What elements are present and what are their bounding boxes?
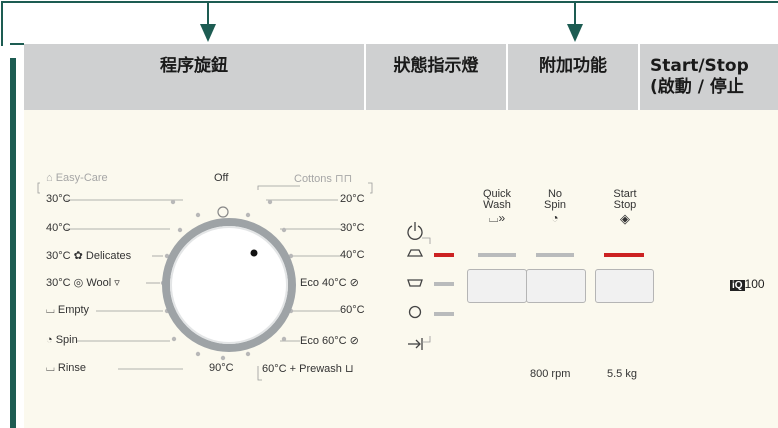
- dial-right-item: 40°C: [340, 249, 365, 261]
- no-spin-indicator: [536, 253, 574, 257]
- spin-status-icon: [408, 305, 422, 319]
- easy-care-iron-icon: ⌂: [46, 172, 53, 184]
- dial-left-item: 40°C: [46, 222, 71, 234]
- dial-right-item: Eco 40°C ⊘: [300, 277, 359, 289]
- start-stop-indicator: [604, 253, 644, 257]
- handwash-icon: ▿: [114, 277, 120, 289]
- status-light-spin: [434, 312, 454, 316]
- dial-left-item: 30°C ✿ Delicates: [46, 250, 132, 262]
- dial-right-item: 60°C: [340, 304, 365, 316]
- eco-icon: ⊘: [349, 335, 359, 347]
- dial-90c-label: 90°C: [209, 362, 234, 374]
- dial-left-item: ⌴ Rinse: [46, 362, 86, 375]
- prewash-icon: ⊔: [344, 363, 354, 375]
- easy-care-label: Easy-Care: [55, 172, 108, 184]
- dial-off-label: Off: [214, 172, 229, 184]
- rinse-icon: ⌴: [46, 362, 55, 374]
- spin-label: Spin: [55, 334, 78, 346]
- delicates-icon: ✿: [73, 250, 83, 262]
- dial-left-item: ◔ Spin: [46, 334, 78, 346]
- wash-status-icon: [407, 279, 423, 287]
- arrow-down-options: [567, 24, 583, 42]
- top-connector-line: [1, 1, 778, 46]
- delicates-label: Delicates: [85, 250, 132, 262]
- header-status-lights: 狀態指示燈: [366, 44, 506, 110]
- header-extra-functions: 附加功能: [508, 44, 638, 110]
- cottons-group: Cottons ⊓⊓: [294, 172, 352, 185]
- off-position-icon: [217, 206, 229, 218]
- quick-wash-icon: ⌴»: [488, 211, 506, 225]
- power-icon: [407, 222, 423, 240]
- left-teal-bar: [10, 58, 16, 428]
- header-program-dial: 程序旋鈕: [24, 44, 364, 110]
- header-status-lights-label: 狀態指示燈: [393, 56, 479, 76]
- status-light-prewash: [434, 253, 454, 257]
- brand-model: 100: [744, 277, 765, 291]
- start-stop-icon: ◈: [620, 211, 630, 226]
- brand-logo-mark: iQ: [730, 280, 745, 291]
- prewash-status-icon: [406, 249, 424, 257]
- cottons-shirt-icon: ⊓⊓: [334, 173, 353, 185]
- wool-icon: ◎: [73, 277, 84, 289]
- dial-pointer-dot: [250, 249, 258, 257]
- dial-right-item: Eco 60°C ⊘: [300, 335, 359, 347]
- arrow-down-dial: [200, 24, 216, 42]
- no-spin-icon: ◔: [551, 211, 559, 225]
- dial-right-item: 30°C: [340, 222, 365, 234]
- eco-icon: ⊘: [349, 277, 359, 289]
- dial-left-item: 30°C ◎ Wool ▿: [46, 277, 120, 289]
- rinse-label: Rinse: [57, 362, 86, 374]
- quick-wash-label: Quick Wash ⌴»: [477, 189, 517, 225]
- spin-speed-text: 800 rpm: [530, 368, 571, 380]
- status-light-wash: [434, 282, 454, 286]
- start-stop-button[interactable]: [595, 269, 654, 303]
- program-dial-knob: [162, 218, 296, 352]
- capacity-text: 5.5 kg: [607, 368, 637, 380]
- header-extra-functions-label: 附加功能: [539, 56, 607, 76]
- empty-label: Empty: [57, 304, 90, 316]
- dial-right-item: 20°C: [340, 193, 365, 205]
- wool-label: Wool: [86, 277, 112, 289]
- start-stop-label: Start Stop ◈: [605, 189, 645, 226]
- header-start-stop: Start/Stop (啟動 / 停止: [640, 44, 778, 110]
- header-start-stop-line1: Start/Stop: [650, 56, 749, 76]
- status-indicators: [406, 222, 454, 350]
- quick-wash-button[interactable]: [467, 269, 527, 303]
- dial-left-item: ⌴ Empty: [46, 304, 89, 317]
- header-start-stop-line2: (啟動 / 停止: [650, 77, 744, 97]
- dial-right-item: 60°C + Prewash ⊔: [262, 363, 354, 375]
- dial-graphics: [37, 182, 373, 381]
- no-spin-label: No Spin ◔: [535, 189, 575, 225]
- no-spin-button[interactable]: [526, 269, 586, 303]
- quick-wash-indicator: [478, 253, 516, 257]
- end-status-icon: [408, 338, 423, 350]
- header-program-dial-label: 程序旋鈕: [160, 56, 228, 76]
- cottons-label: Cottons: [294, 173, 332, 185]
- dial-left-item: 30°C: [46, 193, 71, 205]
- easy-care-group: ⌂ Easy-Care: [46, 172, 108, 184]
- empty-icon: ⌴: [46, 304, 55, 316]
- spin-icon: ◔: [46, 334, 53, 346]
